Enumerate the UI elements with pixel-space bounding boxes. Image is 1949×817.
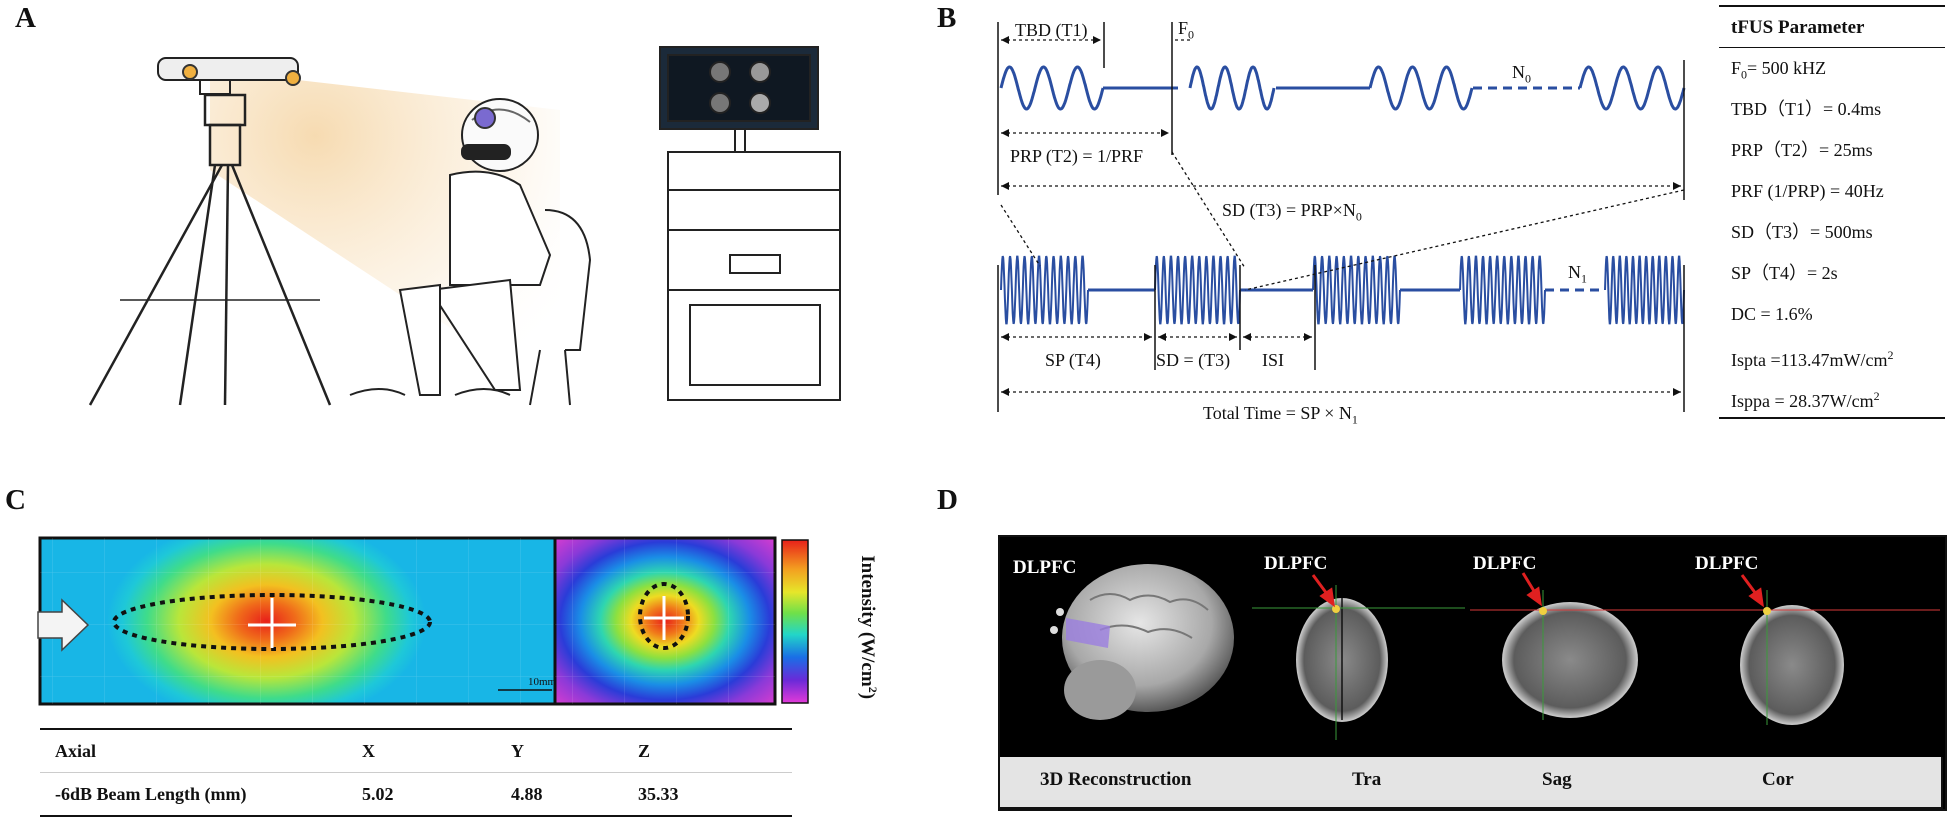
lateral-6db-contour xyxy=(638,582,690,650)
tracking-camera xyxy=(157,57,301,95)
param-row-tbd: TBD（T1）= 0.4ms xyxy=(1731,99,1882,119)
total-time-label: Total Time = SP × N1 xyxy=(1203,403,1358,428)
sine-burst xyxy=(1578,65,1686,111)
head-3d-reconstruction xyxy=(1050,564,1234,720)
param-row-ispta: Ispta =113.47mW/cm2 xyxy=(1719,335,1945,376)
total-time-text: Total Time = SP × N xyxy=(1203,403,1352,423)
f0-sub: 0 xyxy=(1188,27,1195,42)
transducer-direction-arrow xyxy=(37,598,90,652)
beam-col-x: X xyxy=(362,741,375,761)
param-row-prf: PRF (1/PRP) = 40Hz xyxy=(1731,181,1884,201)
param-row-f0: F0= 500 kHZ xyxy=(1719,48,1945,89)
axial-6db-contour xyxy=(112,593,432,651)
sine-burst xyxy=(1604,255,1685,325)
beam-length-table: Axial X Y Z -6dB Beam Length (mm) 5.02 4… xyxy=(40,728,792,817)
f0-label: F0 xyxy=(1178,18,1194,43)
tbd-label: TBD (T1) xyxy=(1015,20,1088,40)
param-row-prp: PRP（T2）= 25ms xyxy=(1731,140,1873,160)
time-markers xyxy=(997,22,1685,412)
sine-burst xyxy=(999,65,1105,111)
dimension-arrows xyxy=(1000,39,1685,393)
sine-burst xyxy=(1000,255,1089,325)
total-time-sub: 1 xyxy=(1351,412,1358,427)
focus-crosshairs xyxy=(248,596,684,648)
beam-col-axial: Axial xyxy=(55,741,97,761)
n0-sub: 0 xyxy=(1525,71,1531,86)
beam-value-y: 4.88 xyxy=(511,784,543,804)
sine-burst xyxy=(1154,255,1241,325)
sd-sub: 0 xyxy=(1355,209,1362,224)
sine-burst xyxy=(1188,65,1276,111)
dlpfc-label-3d: DLPFC xyxy=(1013,557,1077,578)
param-ispta-text: Ispta =113.47mW/cm xyxy=(1731,350,1888,370)
n1-sub: 1 xyxy=(1581,271,1587,286)
sine-burst xyxy=(1368,65,1474,111)
beam-row-label: -6dB Beam Length (mm) xyxy=(55,784,247,804)
beam-table-row: -6dB Beam Length (mm) 5.02 4.88 35.33 xyxy=(40,773,792,815)
param-isppa-sup: 2 xyxy=(1873,389,1880,403)
param-ispta-sup: 2 xyxy=(1887,348,1894,362)
sine-burst xyxy=(1312,255,1401,325)
n1-label: N1 xyxy=(1568,262,1587,287)
f0-text: F xyxy=(1178,18,1189,38)
param-row-dc: DC = 1.6% xyxy=(1731,304,1813,324)
n1-text: N xyxy=(1568,262,1581,282)
panel-a-illustration xyxy=(88,46,841,406)
param-row-isppa: Isppa = 28.37W/cm2 xyxy=(1719,376,1945,417)
mri-transverse-slice xyxy=(1252,585,1465,740)
scale-bar-label: 10mm xyxy=(528,676,557,688)
param-row-sd: SD（T3）= 500ms xyxy=(1731,222,1873,242)
neuronavigation-cart xyxy=(659,46,841,401)
beam-value-z: 35.33 xyxy=(638,784,679,804)
panel-c-letter: C xyxy=(5,484,26,516)
seated-child xyxy=(349,98,592,406)
neuronavigation-caption-bar: 3D Reconstruction Tra Sag Cor xyxy=(998,757,1943,809)
panel-b-letter: B xyxy=(937,2,957,34)
sp-label: SP (T4) xyxy=(1045,350,1101,370)
sd-label: SD (T3) = PRP×N0 xyxy=(1222,200,1362,225)
sd-text: SD (T3) = PRP×N xyxy=(1222,200,1356,220)
panel-b-waveform xyxy=(997,22,1686,412)
param-f0-sub: 0 xyxy=(1741,67,1748,82)
param-f0-rest: = 500 kHZ xyxy=(1747,58,1827,78)
panel-d-letter: D xyxy=(937,484,958,516)
panel-a-letter: A xyxy=(15,2,36,34)
mri-coronal-slice xyxy=(1700,590,1940,725)
caption-tra: Tra xyxy=(1352,769,1382,790)
n0-text: N xyxy=(1512,62,1525,82)
arrow-heads xyxy=(1001,36,1681,396)
dlpfc-label-cor: DLPFC xyxy=(1695,553,1759,574)
panel-c-acoustic-field xyxy=(37,536,809,706)
sine-burst xyxy=(1459,255,1546,325)
param-row-sp: SP（T4）= 2s xyxy=(1731,263,1838,283)
bottom-burst-train xyxy=(1000,255,1685,325)
prp-label: PRP (T2) = 1/PRF xyxy=(1010,146,1144,166)
dlpfc-label-tra: DLPFC xyxy=(1264,553,1328,574)
parameter-table-header: tFUS Parameter xyxy=(1719,7,1945,48)
param-isppa-text: Isppa = 28.37W/cm xyxy=(1731,391,1874,411)
n0-label: N0 xyxy=(1512,62,1531,87)
beam-table-header-row: Axial X Y Z xyxy=(40,730,792,773)
beam-col-z: Z xyxy=(638,741,651,761)
intensity-colorbar xyxy=(781,539,809,704)
caption-3d-reconstruction: 3D Reconstruction xyxy=(1040,769,1192,790)
tripod xyxy=(88,93,332,406)
tfus-parameter-table: tFUS Parameter F0= 500 kHZ TBD（T1）= 0.4m… xyxy=(1719,5,1945,419)
isi-label: ISI xyxy=(1262,350,1284,370)
beam-col-y: Y xyxy=(511,741,524,761)
sd2-label: SD = (T3) xyxy=(1156,350,1231,370)
param-f0-text: F xyxy=(1731,58,1742,78)
caption-cor: Cor xyxy=(1762,769,1794,790)
caption-sag: Sag xyxy=(1542,769,1572,790)
target-arrows xyxy=(1311,572,1764,608)
mri-sagittal-slice xyxy=(1470,590,1700,720)
dlpfc-label-sag: DLPFC xyxy=(1473,553,1537,574)
beam-value-x: 5.02 xyxy=(362,784,394,804)
